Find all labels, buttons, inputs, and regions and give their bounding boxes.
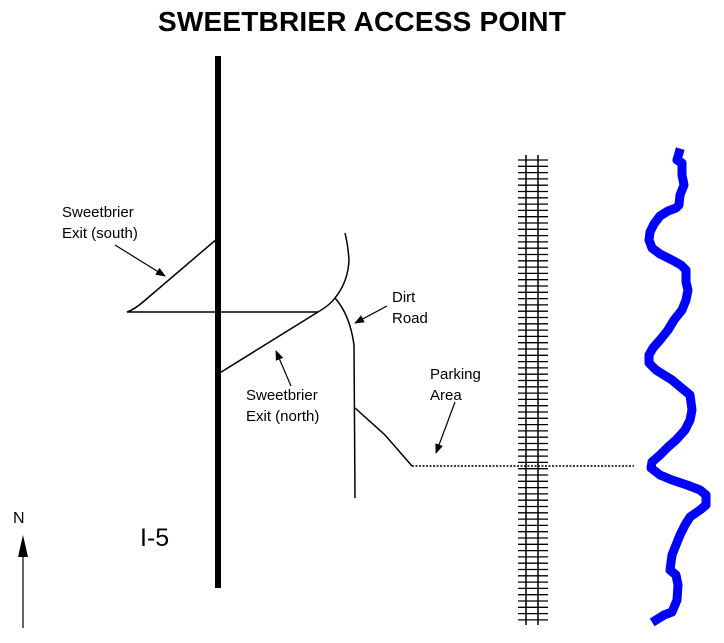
exit-south-leader (114, 244, 166, 277)
exit-north-ramp (217, 232, 350, 375)
map-title: SWEETBRIER ACCESS POINT (157, 6, 567, 37)
dirt-road (334, 297, 356, 499)
parking-area-leader (435, 401, 456, 454)
highway-label: I-5 (140, 524, 170, 552)
dirt-road-label: Dirt Road (392, 289, 428, 327)
parking-access-road (354, 407, 413, 467)
exit-south-label: Sweetbrier Exit (south) (62, 204, 138, 242)
north-label: N (13, 510, 25, 527)
exit-north-leader (275, 350, 292, 387)
exit-north-label: Sweetbrier Exit (north) (246, 387, 320, 425)
north-arrow-icon (18, 535, 28, 628)
dirt-road-leader (354, 305, 388, 324)
river (644, 147, 711, 627)
railroad-tracks (518, 155, 548, 625)
parking-area-label: Parking Area (430, 366, 481, 404)
exit-south-ramp (126, 237, 219, 313)
